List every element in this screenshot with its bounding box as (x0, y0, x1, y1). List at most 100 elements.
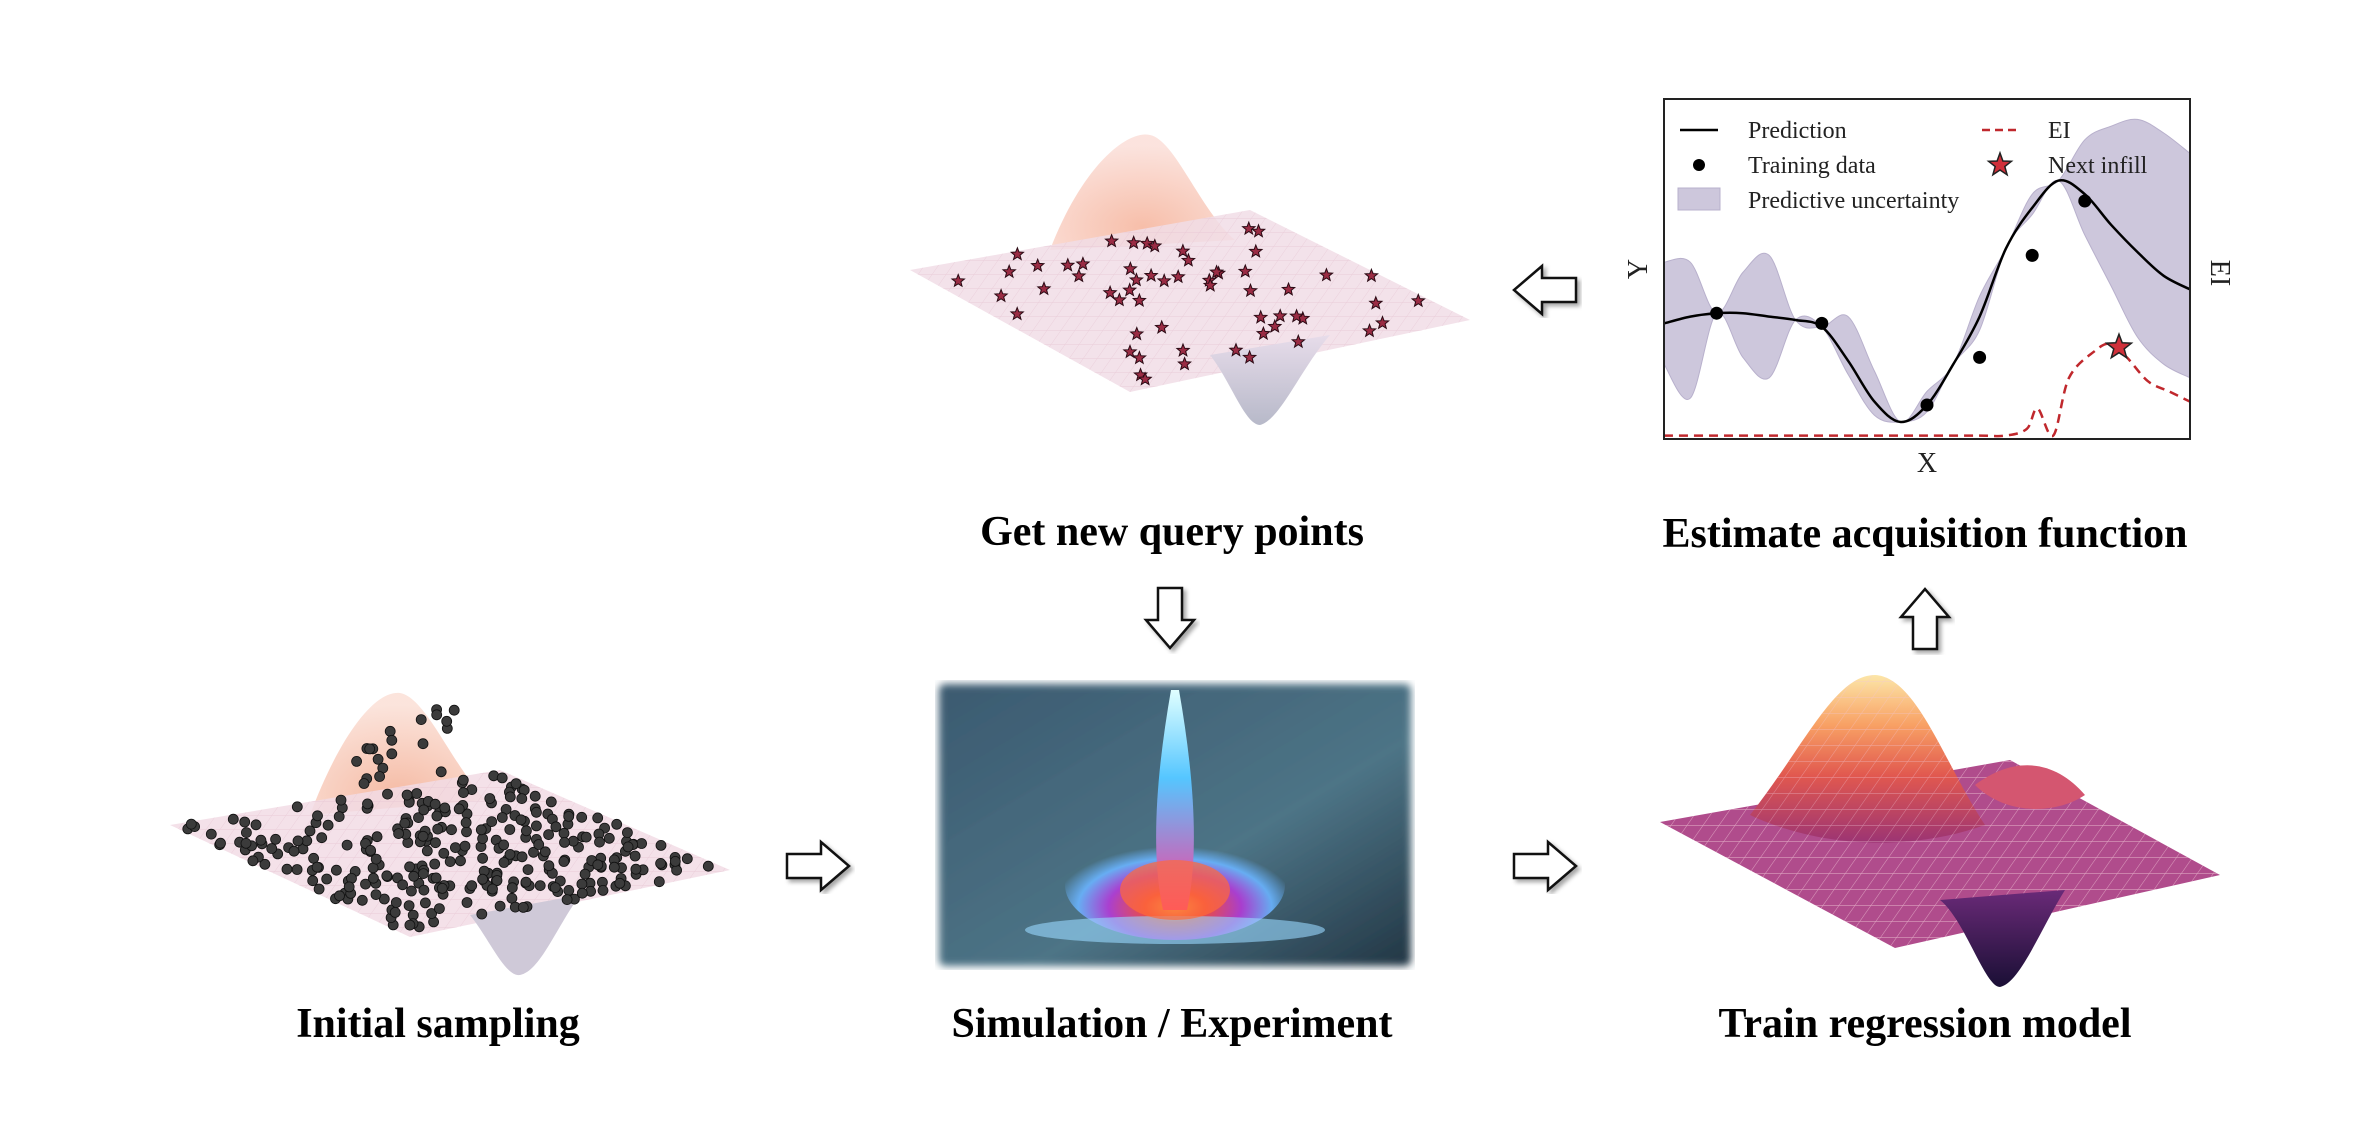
sample-point-marker (435, 766, 447, 778)
training-point (2078, 194, 2092, 208)
query-point-marker (1143, 267, 1159, 283)
sample-point-marker (291, 864, 303, 875)
sample-point-marker (460, 817, 472, 829)
query-point-marker (1128, 272, 1144, 287)
sample-point-marker (459, 840, 471, 852)
sample-point-marker (390, 897, 402, 908)
training-point (1920, 398, 1934, 412)
sample-point-marker (384, 725, 396, 737)
sample-point-marker (438, 847, 450, 859)
sample-point-marker (378, 893, 390, 905)
sample-point-marker (461, 826, 472, 838)
query-point-marker (1154, 319, 1170, 334)
sample-point-marker (374, 771, 386, 782)
sample-point-marker (669, 855, 681, 867)
sample-point-marker (270, 833, 281, 845)
sample-point-marker (408, 870, 420, 882)
sample-point-marker (592, 859, 604, 871)
query-point-marker (1410, 293, 1426, 308)
sample-point-marker (603, 832, 615, 844)
sample-point-marker (611, 818, 623, 830)
legend-uncertainty-swatch (1677, 187, 1721, 211)
query-point-marker (1180, 252, 1196, 267)
sample-point-marker (506, 882, 518, 894)
query-point-markers (950, 220, 1426, 386)
sample-point-marker (455, 855, 466, 867)
sample-point-marker (334, 890, 345, 902)
sample-point-marker (498, 857, 510, 868)
query-point-marker (1111, 292, 1127, 307)
sample-point-marker (330, 864, 342, 876)
sample-point-marker (491, 875, 503, 886)
sample-point-marker (362, 798, 373, 810)
y2-axis-label: EI (2204, 260, 2235, 286)
sample-point-marker (622, 841, 634, 853)
surface-valley (1210, 335, 1330, 425)
sample-point-marker (370, 853, 382, 865)
sample-point-marker (461, 897, 473, 908)
plot-frame (1663, 98, 2191, 440)
sample-point-marker (563, 810, 575, 822)
query-point-marker (1009, 246, 1025, 261)
sample-point-marker (281, 863, 293, 875)
training-point (1815, 316, 1829, 330)
query-point-marker (1290, 333, 1306, 349)
simulation-image (939, 684, 1411, 966)
sample-point-marker (543, 829, 555, 841)
sample-point-marker (517, 901, 529, 913)
query-point-marker (1361, 323, 1378, 338)
query-point-marker (1170, 269, 1186, 284)
sample-point-marker (653, 876, 665, 888)
query-point-marker (1175, 342, 1191, 357)
sample-point-marker (444, 856, 456, 868)
sample-point-marker (341, 839, 353, 851)
sample-point-marker (516, 793, 528, 804)
sample-point-marker (510, 778, 522, 789)
sample-point-marker (655, 857, 667, 869)
sample-point-marker (655, 839, 667, 851)
sample-point-marker (630, 863, 642, 875)
sample-point-marker (241, 827, 252, 839)
regression-model-surface (1660, 675, 2220, 987)
sample-point-marker (529, 790, 541, 802)
sample-point-marker (266, 843, 278, 854)
sample-point-marker (418, 884, 430, 896)
sample-point-marker (404, 919, 416, 931)
sample-point-marker (431, 810, 443, 822)
sample-point-marker (486, 816, 498, 828)
sample-point-marker (702, 860, 714, 872)
sample-point-marker (205, 828, 217, 840)
sample-point-marker (446, 824, 457, 836)
sample-point-marker (417, 738, 429, 750)
sample-point-marker (399, 817, 411, 829)
sample-point-marker (579, 868, 591, 880)
sample-point-marker (404, 861, 416, 873)
sample-point-marker (475, 824, 487, 836)
sample-point-marker (335, 794, 347, 806)
sample-point-marker (426, 908, 438, 919)
sample-point-marker (558, 827, 570, 839)
sample-point-marker (477, 873, 489, 885)
training-point (1973, 350, 1987, 364)
legend-uncertainty-label: Predictive uncertainty (1748, 188, 1959, 214)
sample-point-marker (504, 848, 516, 860)
sample-point-marker (415, 714, 427, 725)
sample-point-marker (430, 837, 441, 849)
arrow-right-to-train (1512, 839, 1578, 893)
legend-next-infill-label: Next infill (2048, 153, 2148, 179)
query-point-marker (1175, 243, 1191, 258)
query-point-marker (1122, 282, 1138, 297)
query-point-marker (1104, 233, 1120, 248)
sample-point-markers (182, 704, 714, 933)
sample-point-marker (240, 837, 252, 849)
sample-point-marker (563, 884, 575, 896)
query-point-marker (1122, 344, 1138, 359)
sample-point-marker (545, 796, 557, 808)
surface-valley (470, 895, 580, 976)
sample-point-marker (370, 889, 382, 901)
sample-point-marker (520, 825, 532, 837)
query-point-marker (1374, 315, 1390, 330)
sample-point-marker (543, 860, 555, 872)
sample-point-marker (636, 838, 648, 849)
sample-point-marker (567, 835, 579, 847)
